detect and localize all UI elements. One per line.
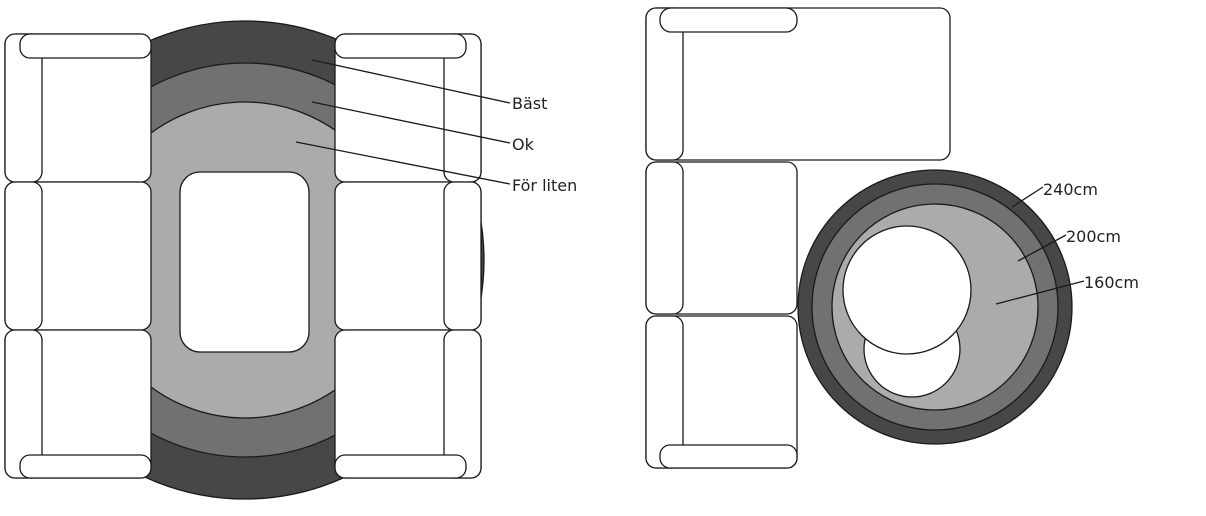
- leader-line-best: [311, 59, 511, 104]
- coffee-table: [179, 171, 310, 353]
- leader-line-ok: [311, 101, 511, 144]
- left-sofa: [4, 33, 152, 479]
- sofa-backrest: [443, 181, 482, 331]
- label-200cm: 200cm: [1066, 227, 1121, 246]
- label-best: Bäst: [512, 94, 547, 113]
- right-sofa: [334, 33, 482, 479]
- label-ok: Ok: [512, 135, 535, 154]
- sofa-armrest: [334, 33, 467, 59]
- sofa-backrest: [4, 181, 43, 331]
- sofa-armrest: [659, 444, 798, 469]
- coffee-table-round: [842, 225, 972, 355]
- corner-sofa: [645, 7, 951, 469]
- label-240cm: 240cm: [1043, 180, 1098, 199]
- sofa-armrest: [19, 33, 152, 59]
- sofa-backrest: [4, 329, 43, 479]
- leader-line-too-small: [295, 141, 511, 185]
- sofa-backrest: [645, 161, 684, 315]
- leader-line-200cm: [1017, 234, 1067, 262]
- sofa-backrest: [645, 7, 684, 161]
- sofa-backrest: [443, 329, 482, 479]
- sofa-armrest: [334, 454, 467, 479]
- leader-line-160cm: [995, 280, 1085, 305]
- left-diagram: Bäst Ok För liten: [4, 20, 577, 500]
- sofa-armrest: [659, 7, 798, 33]
- sofa-armrest: [19, 454, 152, 479]
- leader-line-240cm: [1011, 186, 1044, 208]
- label-too-small: För liten: [512, 176, 577, 195]
- label-160cm: 160cm: [1084, 273, 1139, 292]
- right-diagram: 240cm 200cm 160cm: [645, 7, 1139, 469]
- sofa-backrest: [645, 315, 684, 469]
